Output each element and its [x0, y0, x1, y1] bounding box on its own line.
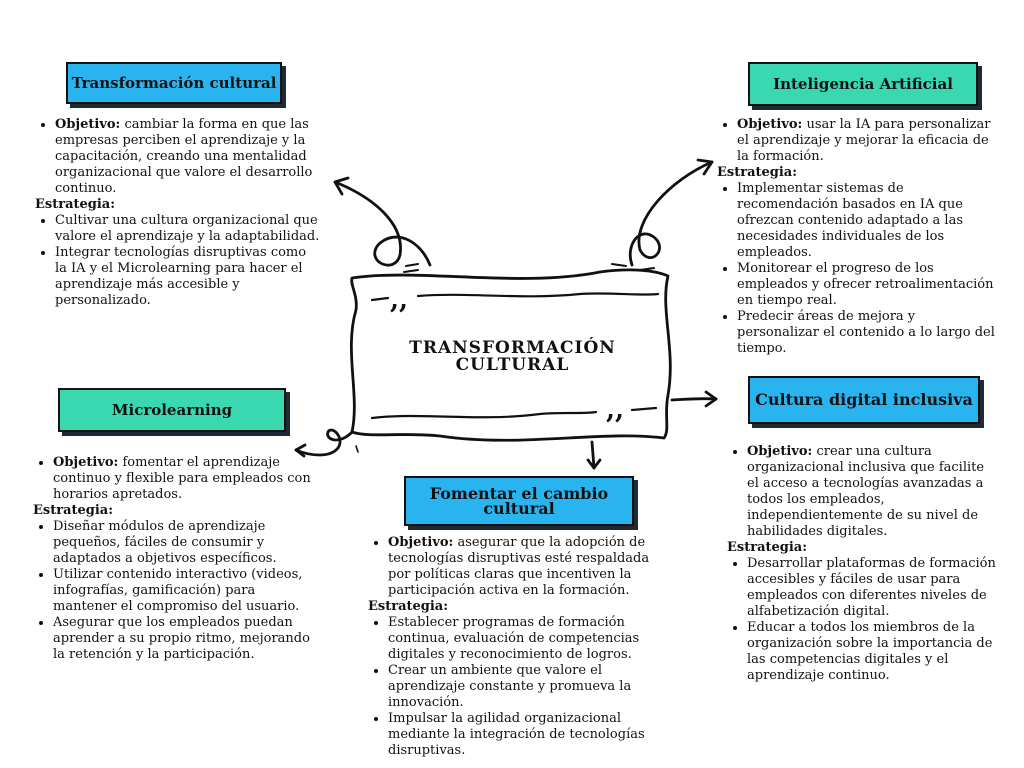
list-item: Monitorear el progreso de los empleados …	[737, 261, 999, 309]
box-cultura-digital-inclusiva: Cultura digital inclusiva	[748, 376, 980, 424]
svg-text:,,: ,,	[606, 395, 624, 425]
box-transformacion-cultural: Transformación cultural	[66, 62, 282, 104]
text-ia: Objetivo: usar la IA para personalizar e…	[717, 117, 999, 357]
objetivo-item: Objetivo: usar la IA para personalizar e…	[737, 117, 999, 165]
arrow-to-micro	[294, 428, 354, 457]
list-item: Crear un ambiente que valore el aprendiz…	[388, 663, 668, 711]
objetivo-item: Objetivo: crear una cultura organizacion…	[747, 444, 999, 540]
list-item: Desarrollar plataformas de formación acc…	[747, 556, 999, 620]
box-title: Cultura digital inclusiva	[755, 390, 973, 409]
arrow-to-ia	[628, 160, 714, 267]
arrow-to-cambio	[590, 440, 596, 470]
list-item: Diseñar módulos de aprendizaje pequeños,…	[53, 519, 313, 567]
estrategia-label: Estrategia:	[33, 503, 114, 518]
list-item: Utilizar contenido interactivo (videos, …	[53, 567, 313, 615]
arrow-to-digital	[670, 397, 718, 402]
objetivo-item: Objetivo: fomentar el aprendizaje contin…	[53, 455, 313, 503]
text-microlearning: Objetivo: fomentar el aprendizaje contin…	[33, 455, 313, 663]
list-item: Cultivar una cultura organizacional que …	[55, 213, 320, 245]
center-title: TRANSFORMACIÓN CULTURAL	[409, 338, 616, 375]
estrategia-label: Estrategia:	[717, 165, 798, 180]
box-title: Fomentar el cambio cultural	[429, 484, 609, 518]
box-title: Inteligencia Artificial	[773, 74, 953, 93]
objetivo-item: Objetivo: asegurar que la adopción de te…	[388, 535, 668, 599]
list-item: Establecer programas de formación contin…	[388, 615, 668, 663]
svg-text:,,: ,,	[390, 285, 408, 315]
list-item: Impulsar la agilidad organizacional medi…	[388, 711, 668, 759]
arrow-to-transformacion	[333, 180, 432, 267]
text-cultura-digital: Objetivo: crear una cultura organizacion…	[727, 444, 999, 684]
box-title: Microlearning	[111, 400, 233, 419]
estrategia-label: Estrategia:	[727, 540, 808, 555]
center-frame	[350, 268, 672, 442]
box-microlearning: Microlearning	[58, 388, 286, 432]
estrategia-label: Estrategia:	[368, 599, 449, 614]
text-fomentar-cambio: Objetivo: asegurar que la adopción de te…	[368, 535, 668, 759]
text-transformacion: Objetivo: cambiar la forma en que las em…	[35, 117, 320, 309]
box-title: Transformación cultural	[71, 73, 277, 92]
list-item: Implementar sistemas de recomendación ba…	[737, 181, 999, 261]
estrategia-label: Estrategia:	[35, 197, 116, 212]
objetivo-item: Objetivo: cambiar la forma en que las em…	[55, 117, 320, 197]
list-item: Asegurar que los empleados puedan aprend…	[53, 615, 313, 663]
list-item: Integrar tecnologías disruptivas como la…	[55, 245, 320, 309]
list-item: Predecir áreas de mejora y personalizar …	[737, 309, 999, 357]
box-fomentar-cambio-cultural: Fomentar el cambio cultural	[404, 476, 634, 526]
box-inteligencia-artificial: Inteligencia Artificial	[748, 62, 978, 106]
list-item: Educar a todos los miembros de la organi…	[747, 620, 999, 684]
